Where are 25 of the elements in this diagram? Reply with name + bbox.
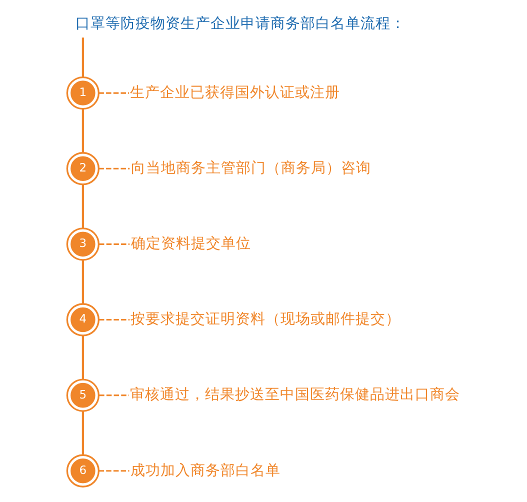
node-circle: 6: [66, 454, 100, 488]
connector: [81, 411, 84, 455]
node-text: 向当地商务主管部门（商务局）咨询: [130, 159, 370, 176]
node-text: 审核通过，结果抄送至中国医药保健品进出口商会: [129, 386, 460, 404]
node-circle: 4: [66, 303, 100, 336]
connector: [98, 394, 128, 396]
node-circle: 3: [66, 228, 100, 261]
connector: [81, 108, 84, 153]
node-circle: 1: [66, 76, 100, 110]
connector: [98, 470, 129, 472]
node-text: 成功加入商务部白名单: [130, 462, 280, 479]
connector: [98, 318, 130, 321]
node-circle: 5: [66, 378, 100, 412]
diagram-title: 口罩等防疫物资生产企业申请商务部白名单流程：: [74, 15, 405, 32]
node-text: 生产企业已获得国外认证或注册: [130, 84, 340, 101]
connector: [81, 260, 84, 304]
connector: [81, 336, 84, 380]
connector: [98, 168, 130, 170]
node-text: 按要求提交证明资料（现场或邮件提交）: [130, 310, 400, 328]
node-text: 确定资料提交单位: [130, 235, 251, 252]
connector: [81, 184, 84, 228]
node-circle: 2: [66, 152, 100, 186]
connector: [81, 38, 84, 78]
connector: [98, 92, 129, 94]
connector: [98, 243, 130, 245]
